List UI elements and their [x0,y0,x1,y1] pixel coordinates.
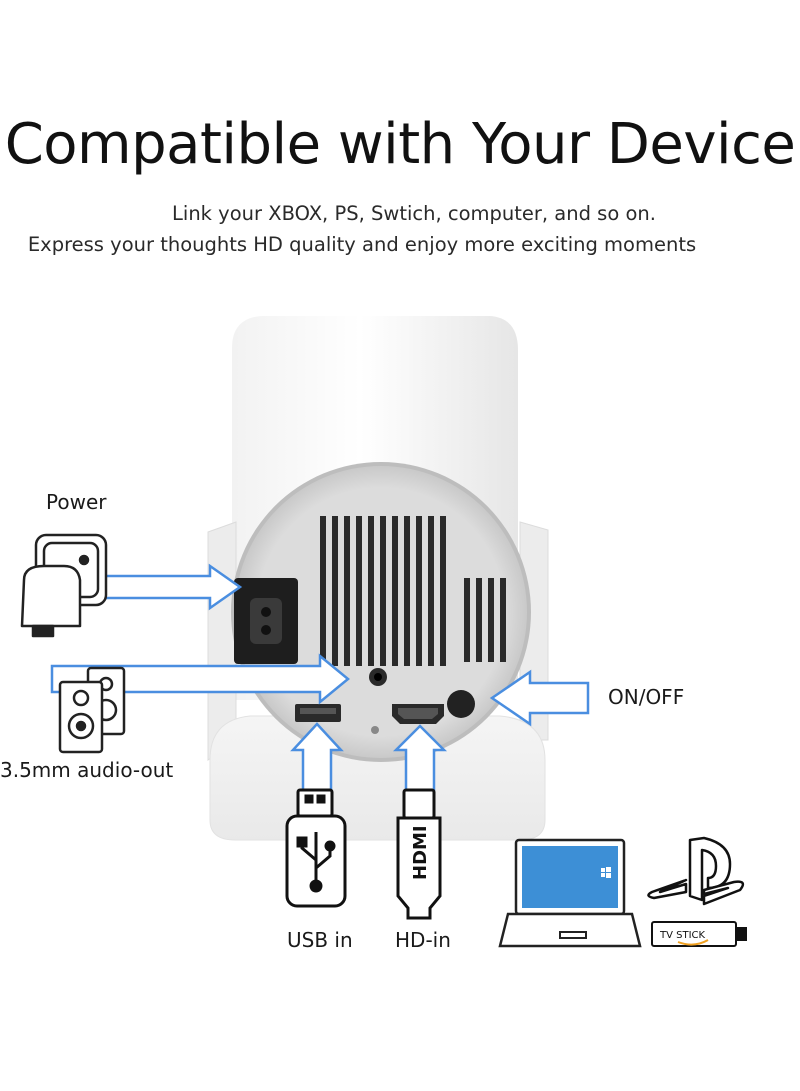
usb-arrow [290,722,344,792]
label-power: Power [46,490,107,514]
rear-panel [231,462,531,762]
label-hd-in: HD-in [395,928,451,952]
usb-drive-icon [285,788,347,908]
power-plug-icon [20,533,108,638]
vent-grille [320,516,446,666]
label-on-off: ON/OFF [608,685,685,709]
hdmi-cable-icon [396,788,442,920]
side-vent [464,578,506,662]
laptop-icon [498,838,642,948]
subtitle-line-2: Express your thoughts HD quality and enj… [27,233,697,256]
hdmi-text: HDMI [410,825,431,880]
label-usb-in: USB in [287,928,353,952]
playstation-logo-icon [647,836,745,906]
page-title: Compatible with Your Device [4,112,796,177]
label-audio-out: 3.5mm audio-out [0,758,174,782]
power-arrow [103,563,243,611]
power-button [447,690,475,718]
tv-stick-icon [651,921,747,947]
subtitle-line-1: Link your XBOX, PS, Swtich, computer, an… [172,202,656,225]
hdmi-arrow [392,724,448,792]
power-socket [234,578,298,664]
speaker-icon [58,666,126,754]
arrows [50,563,590,792]
onoff-arrow [489,669,590,727]
tv-stick-text: TV STICK [659,930,706,941]
